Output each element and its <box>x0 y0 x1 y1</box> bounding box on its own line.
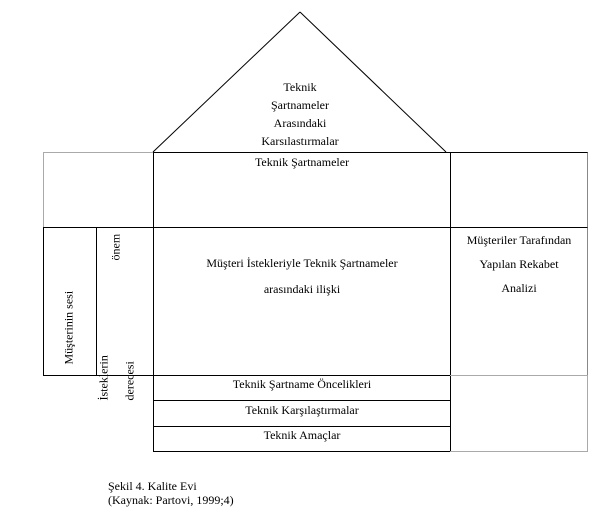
bottom-right-empty-cell <box>450 375 588 452</box>
importance-label-1: İsteklerin <box>96 355 111 401</box>
importance-cell: İsteklerin derecesi önem <box>96 227 154 401</box>
customer-voice-cell: Müşterinin sesi <box>43 227 97 376</box>
top-right-empty-cell <box>450 152 588 228</box>
technical-comparisons-cell: Teknik Karşılaştırmalar <box>153 400 451 427</box>
roof-label: Teknik Şartnameler Arasındaki Karsılastı… <box>200 78 400 150</box>
relationship-line: arasındaki ilişki <box>263 282 341 296</box>
competitive-analysis-cell: Müşteriler Tarafından Yapılan Rekabet An… <box>450 227 588 376</box>
technical-specs-label: Teknik Şartnameler <box>254 155 350 169</box>
competitive-line: Analizi <box>501 281 537 295</box>
figure-title: Şekil 4. Kalite Evi <box>108 479 197 493</box>
technical-priorities-label: Teknik Şartname Öncelikleri <box>232 377 372 391</box>
customer-voice-label: Müşterinin sesi <box>61 290 76 365</box>
technical-targets-cell: Teknik Amaçlar <box>153 426 451 452</box>
roof-line: Teknik <box>283 80 317 94</box>
relationship-matrix-cell: Müşteri İstekleriyle Teknik Şartnameler … <box>153 227 451 376</box>
competitive-analysis-label: Müşteriler Tarafından Yapılan Rekabet An… <box>451 228 587 300</box>
technical-specs-cell: Teknik Şartnameler <box>153 152 451 228</box>
caption: Şekil 4. Kalite Evi (Kaynak: Partovi, 19… <box>108 479 234 507</box>
relationship-line: Müşteri İstekleriyle Teknik Şartnameler <box>206 256 398 270</box>
roof-line: Şartnameler <box>271 98 329 112</box>
technical-targets-label: Teknik Amaçlar <box>263 428 341 442</box>
roof-line: Arasındaki <box>273 116 327 130</box>
figure-source: (Kaynak: Partovi, 1999;4) <box>108 493 234 507</box>
relationship-label: Müşteri İstekleriyle Teknik Şartnameler … <box>154 250 450 302</box>
technical-priorities-cell: Teknik Şartname Öncelikleri <box>153 375 451 401</box>
top-left-empty-cell <box>43 152 154 228</box>
importance-label-2: derecesi <box>122 361 137 401</box>
roof-line: Karsılastırmalar <box>261 134 339 148</box>
importance-label-3: önem <box>108 233 123 261</box>
competitive-line: Yapılan Rekabet <box>479 257 559 271</box>
technical-comparisons-label: Teknik Karşılaştırmalar <box>245 403 359 417</box>
competitive-line: Müşteriler Tarafından <box>466 233 572 247</box>
